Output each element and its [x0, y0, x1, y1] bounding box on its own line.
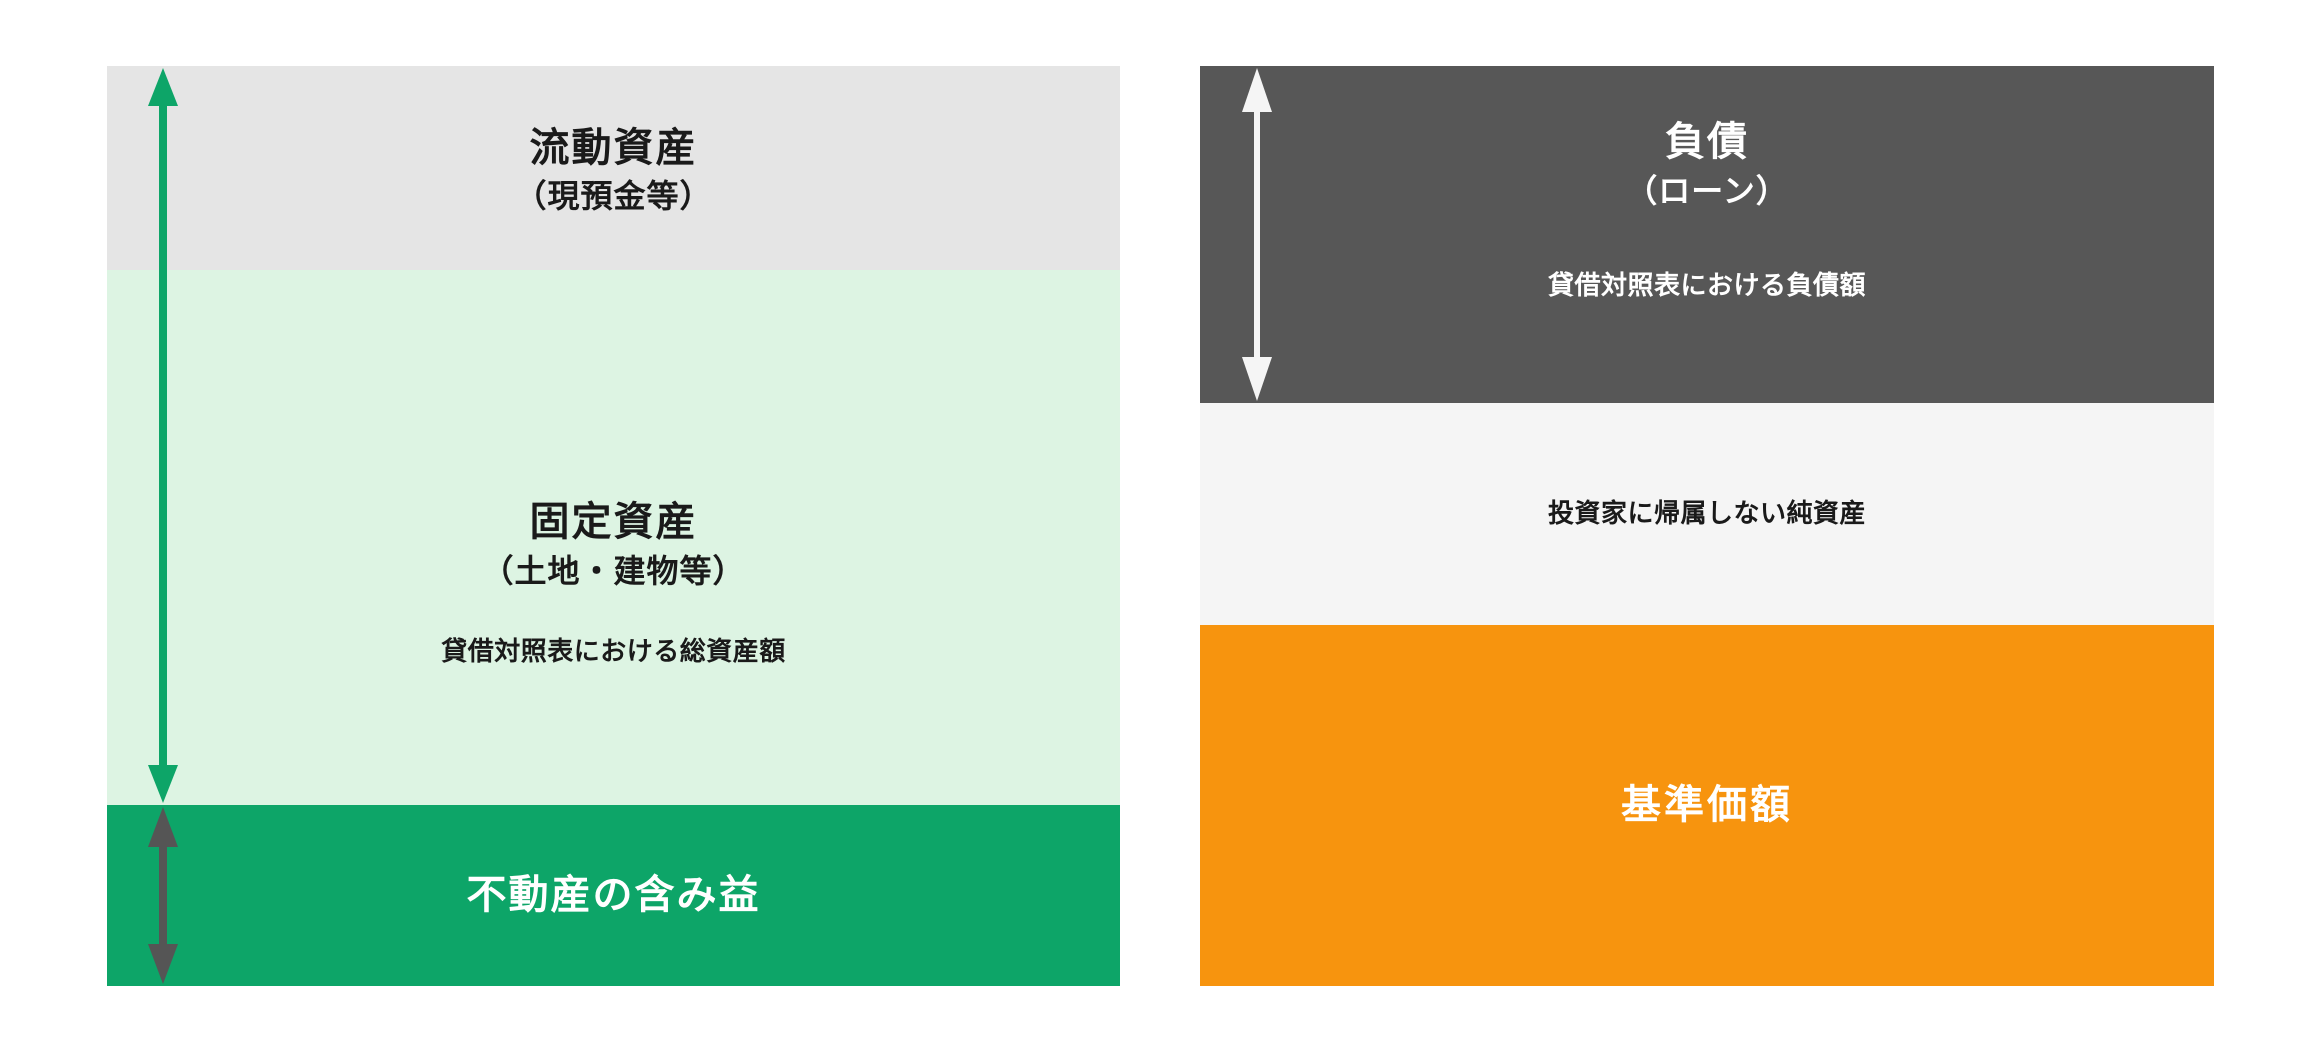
liabilities-nav-panel: 負債 （ローン） 貸借対照表における負債額 投資家に帰属しない純資産 基準価額 — [1200, 66, 2214, 986]
band-net-asset-value: 基準価額 — [1200, 625, 2214, 986]
band-current-assets: 流動資産 （現預金等） — [107, 66, 1120, 270]
band-liabilities-subtitle: （ローン） — [1625, 172, 1789, 209]
band-unrealized-gain: 不動産の含み益 — [107, 805, 1120, 986]
band-non-investor-net-assets: 投資家に帰属しない純資産 — [1200, 403, 2214, 625]
band-net-asset-value-title: 基準価額 — [1621, 783, 1793, 828]
assets-panel: 流動資産 （現預金等） 固定資産 （土地・建物等） 貸借対照表における総資産額 … — [107, 66, 1120, 986]
non-investor-net-assets-note: 投資家に帰属しない純資産 — [1547, 498, 1866, 529]
band-fixed-assets-subtitle: （土地・建物等） — [481, 552, 746, 589]
band-fixed-assets-textblock: 固定資産 （土地・建物等） — [481, 498, 745, 591]
band-liabilities: 負債 （ローン） 貸借対照表における負債額 — [1200, 66, 2214, 403]
band-current-assets-textblock: 流動資産 （現預金等） — [514, 124, 712, 217]
band-unrealized-gain-title: 不動産の含み益 — [466, 873, 761, 918]
total-assets-note: 貸借対照表における総資産額 — [441, 635, 786, 666]
band-liabilities-title: 負債 — [1665, 120, 1749, 164]
band-current-assets-title: 流動資産 — [529, 125, 698, 170]
band-fixed-assets: 固定資産 （土地・建物等） 貸借対照表における総資産額 — [107, 270, 1120, 805]
liabilities-note: 貸借対照表における負債額 — [1547, 269, 1866, 300]
band-current-assets-subtitle: （現預金等） — [514, 178, 713, 215]
band-fixed-assets-title: 固定資産 — [529, 500, 698, 544]
band-liabilities-textblock: 負債 （ローン） — [1625, 118, 1788, 211]
